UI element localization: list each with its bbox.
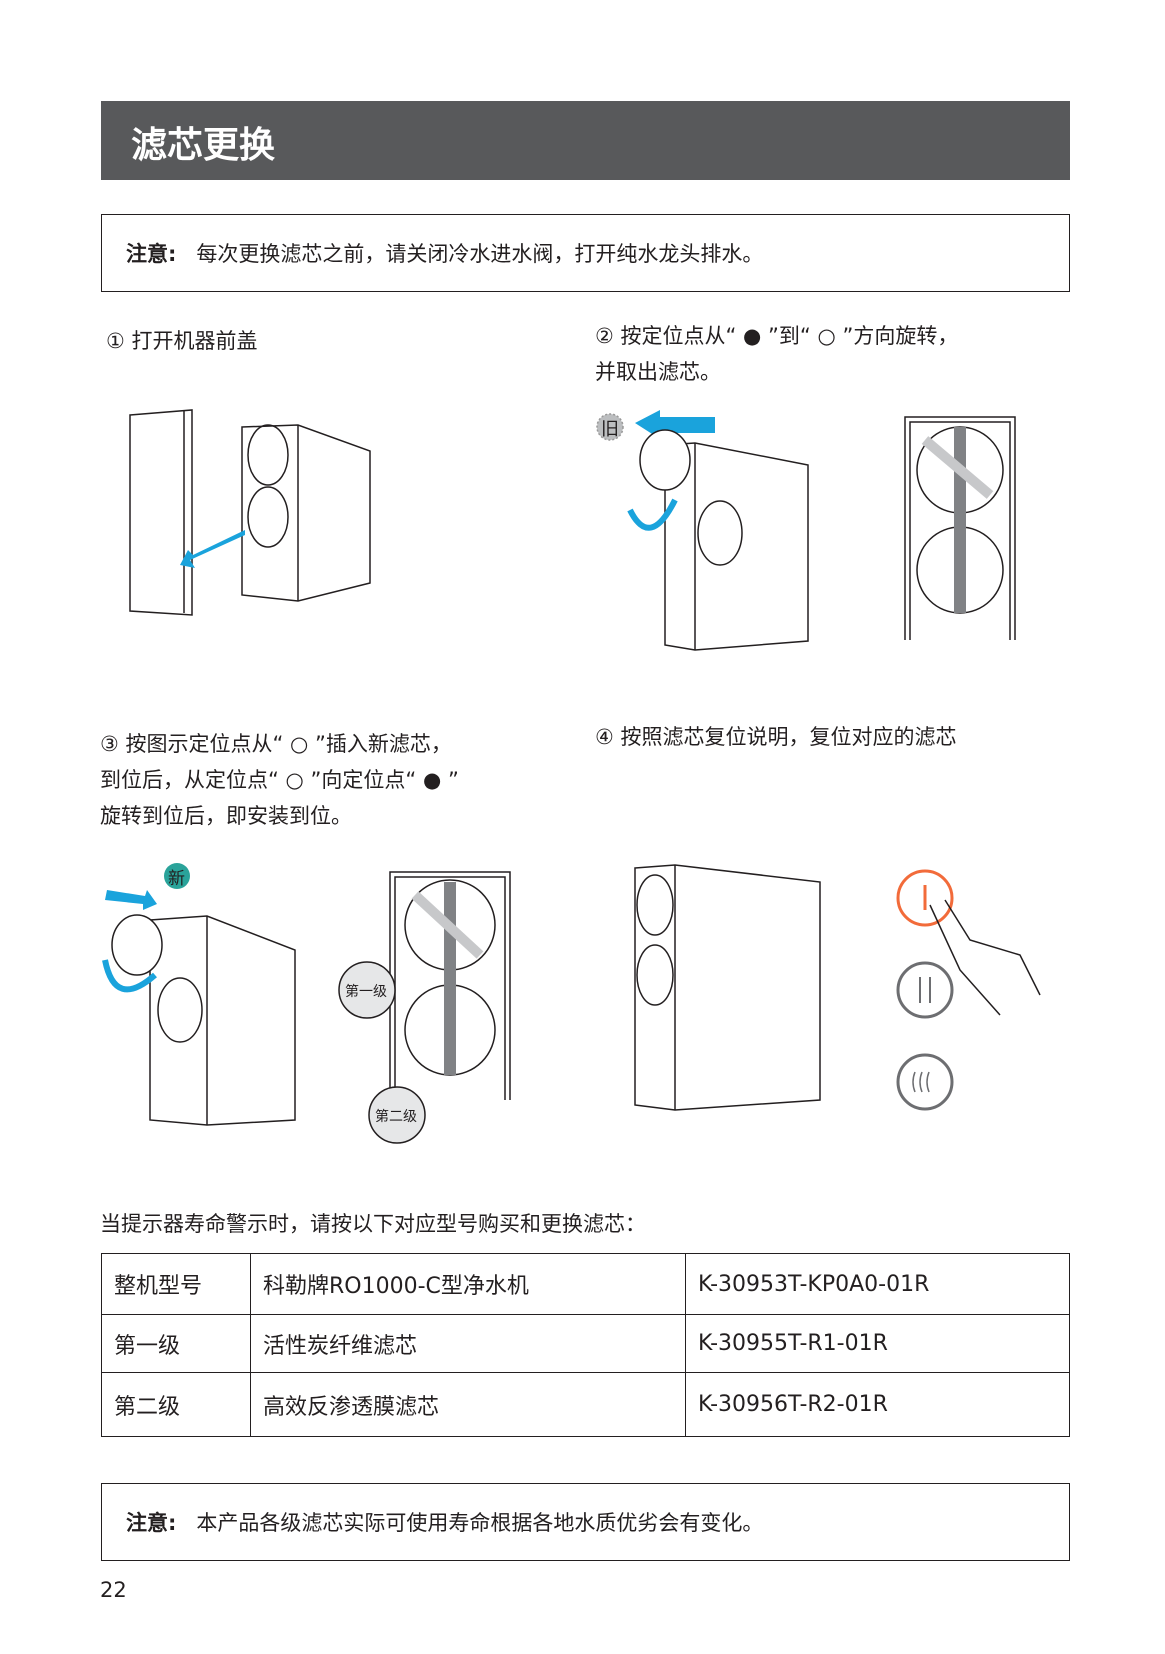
notice-text: 本产品各级滤芯实际可使用寿命根据各地水质优劣会有变化。 [196, 1511, 764, 1535]
notice-top: 注意: 每次更换滤芯之前，请关闭冷水进水阀，打开纯水龙头排水。 [101, 214, 1070, 292]
table-cell: K-30955T-R1-01R [685, 1314, 1070, 1373]
callout-stage-2: 第二级 [375, 1108, 417, 1125]
step-3-illustration: 新 [102, 863, 296, 1126]
step-2-filter-diagram [904, 416, 1016, 640]
table-cell: K-30956T-R2-01R [685, 1372, 1070, 1437]
step-3-line-2: 到位后，从定位点“ ○ ”向定位点“ ● ” [100, 768, 459, 792]
step-4-text: ④ 按照滤芯复位说明，复位对应的滤芯 [595, 725, 957, 749]
table-cell: 科勒牌RO1000-C型净水机 [250, 1253, 686, 1315]
table-cell: 整机型号 [101, 1253, 251, 1315]
step-2-line-2: 并取出滤芯。 [595, 360, 721, 384]
table-cell: 第一级 [101, 1314, 251, 1373]
step-4-illustration [634, 864, 1041, 1111]
step-3-filter-diagram: 第一级 第二级 [338, 871, 511, 1144]
callout-stage-1: 第一级 [345, 983, 387, 1000]
section-header: 滤芯更换 [101, 101, 1070, 180]
table-cell: 高效反渗透膜滤芯 [250, 1372, 686, 1437]
table-cell: 第二级 [101, 1372, 251, 1437]
step-1-text: ① 打开机器前盖 [106, 329, 258, 353]
notice-text: 每次更换滤芯之前，请关闭冷水进水阀，打开纯水龙头排水。 [196, 242, 764, 266]
old-badge: 旧 [601, 419, 619, 440]
step-1-illustration [129, 409, 371, 616]
step-2-illustration: 旧 [596, 410, 809, 651]
notice-label: 注意: [126, 1511, 177, 1535]
step-3-line-3: 旋转到位后，即安装到位。 [100, 804, 352, 828]
page-title: 滤芯更换 [131, 125, 276, 166]
step-3-text: ③ 按图示定位点从“ ○ ”插入新滤芯， 到位后，从定位点“ ○ ”向定位点“ … [100, 726, 459, 834]
reset-button-stage-1-icon [896, 869, 954, 927]
step-2-line-1: ② 按定位点从“ ● ”到“ ○ ”方向旋转， [595, 324, 959, 348]
reset-button-stage-2-icon [896, 961, 954, 1019]
water-icon [896, 1053, 954, 1111]
table-cell: K-30953T-KP0A0-01R [685, 1253, 1070, 1315]
step-2-text: ② 按定位点从“ ● ”到“ ○ ”方向旋转， 并取出滤芯。 [595, 318, 958, 390]
notice-label: 注意: [126, 242, 177, 266]
notice-bottom: 注意: 本产品各级滤芯实际可使用寿命根据各地水质优劣会有变化。 [101, 1483, 1070, 1561]
new-badge: 新 [168, 869, 185, 889]
step-3-line-1: ③ 按图示定位点从“ ○ ”插入新滤芯， [100, 732, 452, 756]
page-number: 22 [100, 1578, 127, 1602]
table-cell: 活性炭纤维滤芯 [250, 1314, 686, 1373]
table-intro: 当提示器寿命警示时，请按以下对应型号购买和更换滤芯： [100, 1212, 646, 1236]
